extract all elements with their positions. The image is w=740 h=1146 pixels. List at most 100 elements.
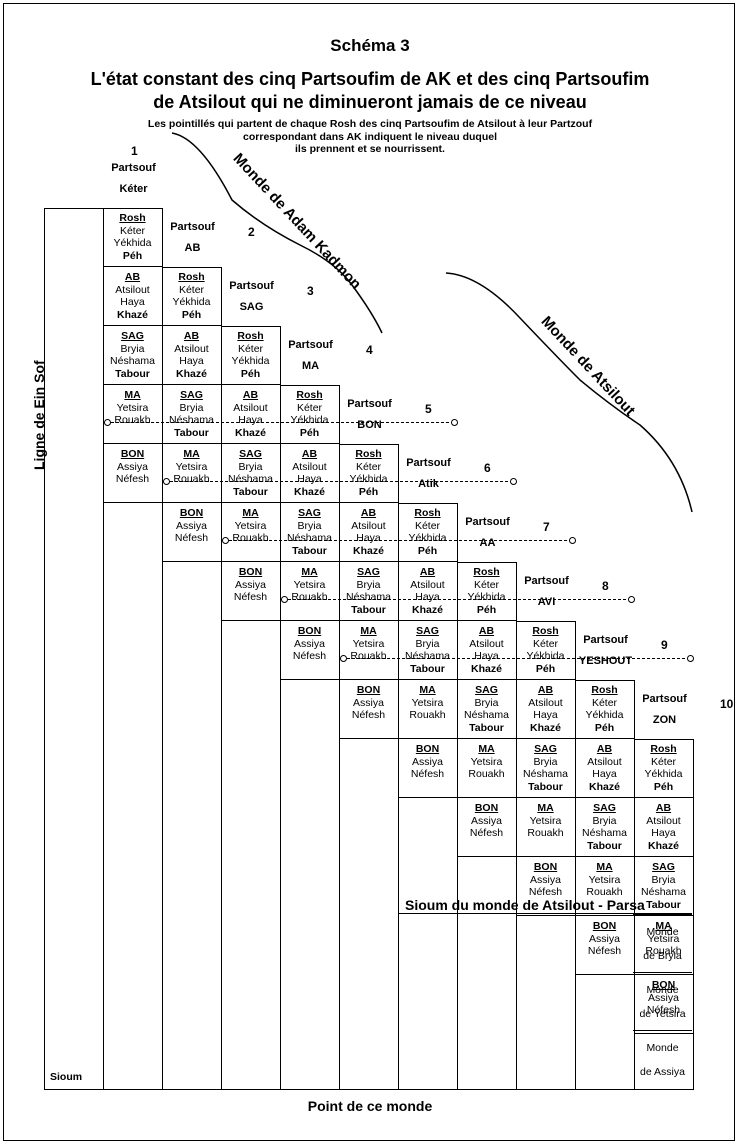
level-name: BON <box>533 861 558 873</box>
dash-end-dot <box>163 478 170 485</box>
level-boundary: Khazé <box>648 839 679 852</box>
level-line: Néfesh <box>351 709 386 721</box>
level-boundary: Tabour <box>292 544 327 557</box>
level-line: Yetsira <box>116 401 149 414</box>
level-line: Yékhida <box>585 709 624 721</box>
nourishment-dashed-line <box>170 481 508 482</box>
level-name: MA <box>537 802 554 814</box>
level-name: SAG <box>652 861 675 873</box>
nourishment-dashed-line <box>229 540 567 541</box>
level-name: SAG <box>593 802 616 814</box>
level-boundary: Péh <box>476 603 497 616</box>
level-line: Assiya <box>353 696 384 709</box>
level-name: SAG <box>121 330 144 342</box>
level-name: BON <box>356 684 381 696</box>
level-line: Kéter <box>178 283 205 296</box>
level-line: Yetsira <box>234 519 267 532</box>
level-line: Rouakh <box>409 709 446 721</box>
level-line: Haya <box>474 650 499 662</box>
level-name: Rosh <box>414 507 441 519</box>
level-line: Yékhida <box>231 355 270 367</box>
parsa-line <box>398 913 692 914</box>
level-line: Kéter <box>355 460 382 473</box>
dash-end-dot <box>104 419 111 426</box>
lower-world-line2: de Bryia <box>643 950 682 962</box>
partsouf-word: Partsouf <box>111 162 156 174</box>
level-name: AB <box>124 271 141 283</box>
level-boundary: Khazé <box>294 485 325 498</box>
note-line-2: correspondant dans AK indiquent le nivea… <box>243 130 497 143</box>
level-name: BON <box>238 566 263 578</box>
level-line: Yetsira <box>352 637 385 650</box>
dash-end-dot <box>340 655 347 662</box>
sioum-label: Sioum <box>50 1071 83 1083</box>
level-name: MA <box>419 684 436 696</box>
partsouf-name: Atik <box>418 478 439 490</box>
note-line-3: ils prennent et se nourrissent. <box>295 143 445 155</box>
level-line: Bryia <box>297 519 322 532</box>
level-name: AB <box>655 802 672 814</box>
partsouf-number: 6 <box>484 461 491 475</box>
partsouf-number: 9 <box>661 638 668 652</box>
partsouf-number: 10 <box>720 697 734 711</box>
level-name: SAG <box>298 507 321 519</box>
partsouf-number: 4 <box>366 343 373 357</box>
level-boundary: Tabour <box>233 485 268 498</box>
level-name: Rosh <box>532 625 559 637</box>
level-line: Néshama <box>523 768 568 780</box>
level-line: Bryia <box>592 814 617 827</box>
level-line: Néfesh <box>233 591 268 603</box>
partsouf-word: Partsouf <box>583 634 628 646</box>
level-line: Atsilout <box>469 637 504 650</box>
level-line: Yékhida <box>349 473 388 485</box>
level-boundary: Khazé <box>235 426 266 439</box>
level-line: Assiya <box>471 814 502 827</box>
level-line: Haya <box>120 296 145 308</box>
level-name: BON <box>651 979 676 991</box>
atsilout-bracket <box>445 272 693 513</box>
level-name: MA <box>478 743 495 755</box>
level-line: Yékhida <box>290 414 329 426</box>
level-name: AB <box>478 625 495 637</box>
level-line: Yetsira <box>175 460 208 473</box>
level-line: Bryia <box>356 578 381 591</box>
level-line: Yetsira <box>588 873 621 886</box>
level-line: Néshama <box>346 591 391 603</box>
level-boundary: Khazé <box>117 308 148 321</box>
level-name: SAG <box>357 566 380 578</box>
dash-end-dot <box>569 537 576 544</box>
level-line: Haya <box>179 355 204 367</box>
subtitle-line-1: L'état constant des cinq Partsoufim de A… <box>90 69 650 89</box>
level-name: AB <box>596 743 613 755</box>
level-boundary: Péh <box>122 249 143 262</box>
lower-world-line1: Monde <box>646 926 679 938</box>
level-line: Yékhida <box>113 237 152 249</box>
level-name: Rosh <box>119 212 146 224</box>
level-boundary: Péh <box>358 485 379 498</box>
level-line: Néshama <box>582 827 627 839</box>
dash-end-dot <box>510 478 517 485</box>
level-name: SAG <box>180 389 203 401</box>
note-line-1: Les pointillés qui partent de chaque Ros… <box>147 118 593 130</box>
lower-world-line1: Monde <box>646 1042 679 1054</box>
level-line: Rouakh <box>645 945 682 957</box>
level-line: Bryia <box>651 873 676 886</box>
